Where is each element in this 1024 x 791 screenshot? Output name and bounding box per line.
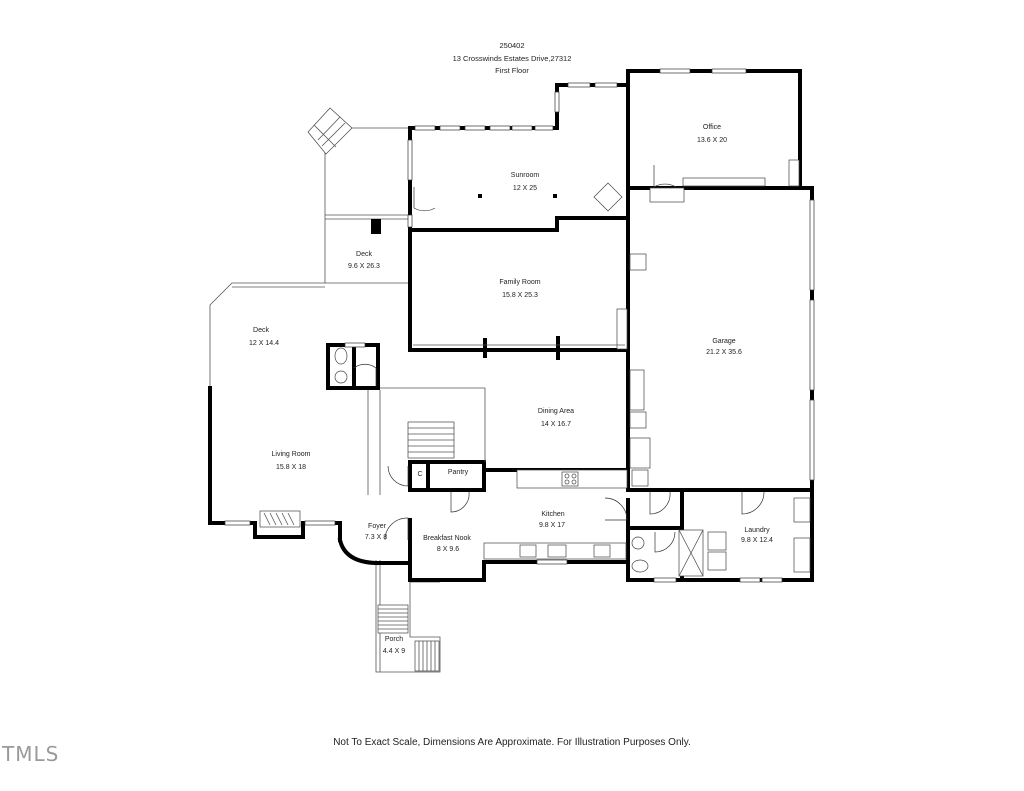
kitchen-dims: 9.8 X 17 — [539, 522, 565, 529]
porch-stairs-icon — [377, 604, 440, 672]
porch-label: Porch — [385, 636, 403, 643]
pantry-label: Pantry — [448, 469, 469, 476]
bath-door-icon — [353, 363, 377, 386]
living-room-label: Living Room — [272, 451, 311, 458]
sink-icon — [631, 536, 645, 550]
porch-dims: 4.4 X 9 — [383, 648, 405, 655]
office-dims: 13.6 X 20 — [697, 137, 727, 144]
laundry-label: Laundry — [744, 527, 770, 534]
dining-area-label: Dining Area — [538, 408, 574, 415]
sunroom-door-icon — [413, 187, 436, 212]
sunroom-dims: 12 X 25 — [513, 185, 537, 192]
windows — [224, 68, 815, 583]
doors — [353, 165, 765, 553]
family-room-dims: 15.8 X 25.3 — [502, 292, 538, 299]
closet-door-icon — [387, 465, 409, 487]
listing-id: 250402 — [499, 41, 525, 50]
closet-label: C — [417, 471, 422, 478]
stove-icon — [561, 471, 579, 487]
room-labels: Office 13.6 X 20 Sunroom 12 X 25 Deck 9.… — [249, 124, 773, 655]
deck-upper-label: Deck — [356, 251, 372, 258]
toilet-icon — [631, 559, 649, 573]
address: 13 Crosswinds Estates Drive,27312 — [452, 54, 572, 63]
disclaimer: Not To Exact Scale, Dimensions Are Appro… — [333, 737, 691, 748]
tmls-logo: TMLS — [2, 742, 60, 766]
kitchen-label: Kitchen — [541, 511, 564, 518]
breakfast-nook-label: Breakfast Nook — [423, 535, 471, 542]
sunroom-fixture-icon — [593, 182, 623, 212]
toilet-icon — [334, 347, 348, 365]
living-room-dims: 15.8 X 18 — [276, 464, 306, 471]
foyer-dims: 7.3 X 8 — [365, 534, 387, 541]
garage-laundry-door-icon — [649, 491, 671, 515]
washer-icon — [707, 531, 727, 551]
pantry-door-icon — [450, 491, 470, 513]
dryer-icon — [707, 551, 727, 571]
half-bath-door-icon — [654, 531, 676, 553]
floor-label: First Floor — [495, 66, 529, 75]
fixtures — [259, 159, 811, 577]
bath-sink-icon — [334, 370, 348, 384]
family-room-label: Family Room — [499, 279, 540, 286]
office-desk-icon — [682, 177, 766, 187]
garage-label: Garage — [712, 338, 735, 345]
deck-upper-dims: 9.6 X 26.3 — [348, 263, 380, 270]
laundry-dims: 9.8 X 12.4 — [741, 537, 773, 544]
breakfast-nook-dims: 8 X 9.6 — [437, 546, 459, 553]
deck-lower-label: Deck — [253, 327, 269, 334]
sunroom-label: Sunroom — [511, 172, 540, 179]
gazebo-icon — [307, 107, 353, 155]
fireplace-icon — [259, 510, 301, 528]
foyer-door-icon — [384, 517, 409, 541]
deck-lower-dims: 12 X 14.4 — [249, 340, 279, 347]
garage-dims: 21.2 X 35.6 — [706, 349, 742, 356]
laundry-door-icon — [741, 491, 765, 515]
kitchen-sink-icon — [547, 544, 567, 558]
office-label: Office — [703, 124, 721, 131]
exterior-walls — [208, 69, 814, 582]
foyer-label: Foyer — [368, 523, 387, 530]
dining-area-dims: 14 X 16.7 — [541, 421, 571, 428]
office-door-icon — [653, 165, 677, 188]
stairs-icon — [407, 421, 455, 459]
garage-door-icon — [604, 497, 628, 521]
deck-outlines — [209, 107, 441, 673]
